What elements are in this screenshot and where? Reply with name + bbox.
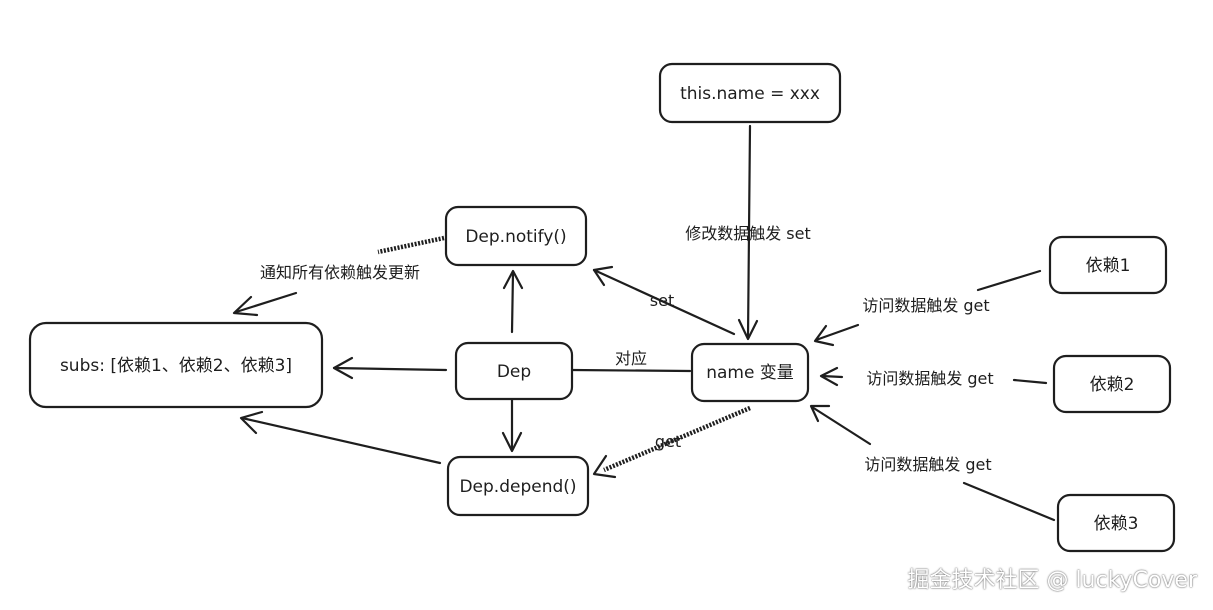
edge-notify-all [232,235,445,317]
node-name-var: name 变量 [690,342,810,403]
node-this-name-label: this.name = xxx [680,84,820,104]
edge-get [592,405,751,479]
edge-depend-to-subs [239,410,442,465]
node-subs-label: subs: [依赖1、依赖2、依赖3] [60,356,292,376]
node-this-name: this.name = xxx [658,62,842,124]
edge-correspond [570,368,692,373]
node-dep-notify: Dep.notify() [444,205,588,267]
label-access-get-2: 访问数据触发 get [866,369,993,388]
edge-dep-to-depend [501,398,523,453]
edge-dep1-access [813,269,1042,347]
edge-dep3-access [809,404,1056,522]
node-subs: subs: [依赖1、依赖2、依赖3] [28,321,324,409]
edge-set [592,265,736,336]
label-notify-all: 通知所有依赖触发更新 [260,263,420,282]
edge-dep-to-notify [502,269,524,334]
node-dep2: 依赖2 [1052,354,1172,414]
label-set: set [650,291,674,310]
edge-dep2-access [819,366,1048,387]
node-dep: Dep [454,341,574,401]
node-dep1: 依赖1 [1048,235,1168,295]
node-dep3-label: 依赖3 [1094,514,1139,534]
watermark: 掘金技术社区 @ luckyCover [907,568,1197,593]
node-dep2-label: 依赖2 [1090,375,1135,395]
node-name-var-label: name 变量 [706,363,794,383]
label-access-get-1: 访问数据触发 get [862,296,989,315]
label-correspond: 对应 [615,349,647,368]
edge-modify-set [737,124,759,341]
node-dep-depend: Dep.depend() [446,455,590,517]
node-dep1-label: 依赖1 [1086,256,1131,276]
node-dep-notify-label: Dep.notify() [465,227,566,247]
node-dep-label: Dep [497,362,531,382]
node-dep-depend-label: Dep.depend() [459,477,576,497]
node-dep3: 依赖3 [1056,493,1176,553]
label-modify-set: 修改数据触发 set [685,224,811,243]
edge-dep-to-subs [332,356,448,380]
label-get: get [655,432,681,451]
label-access-get-3: 访问数据触发 get [864,455,991,474]
